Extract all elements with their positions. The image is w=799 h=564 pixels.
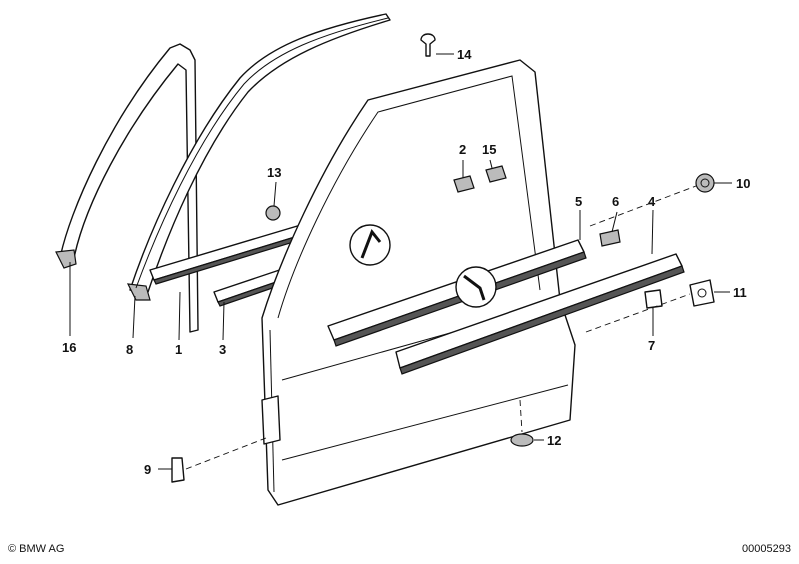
callout-9: 9 (144, 462, 151, 477)
callout-5: 5 (575, 194, 582, 209)
part-2-clip (453, 175, 475, 193)
callout-15: 15 (482, 142, 496, 157)
part-9-cover (171, 457, 185, 483)
part-12-plug (510, 433, 534, 447)
document-number: 00005293 (742, 543, 791, 555)
callout-7: 7 (648, 338, 655, 353)
part-11-cap (689, 279, 715, 307)
callout-16: 16 (62, 340, 76, 355)
part-13-screw (265, 205, 281, 221)
callout-14: 14 (457, 47, 472, 62)
leader-lines (69, 53, 732, 470)
callout-13: 13 (267, 165, 281, 180)
part-10-grommet (695, 173, 715, 193)
part-8-window-guide (126, 13, 391, 301)
part-6-clip (599, 229, 621, 247)
callout-6: 6 (612, 194, 619, 209)
part-16-window-channel-strip (55, 43, 199, 333)
callout-12: 12 (547, 433, 561, 448)
part-4-lower-moulding (395, 253, 685, 375)
callout-10: 10 (736, 176, 750, 191)
callout-1: 1 (175, 342, 182, 357)
callout-3: 3 (219, 342, 226, 357)
callout-2: 2 (459, 142, 466, 157)
rotation-symbol-upper (349, 224, 391, 266)
rotation-symbol-lower (455, 266, 497, 308)
callout-4: 4 (648, 194, 656, 209)
copyright-text: © BMW AG (8, 543, 65, 555)
part-15-clip (485, 165, 507, 183)
callout-8: 8 (126, 342, 133, 357)
dashed-assembly-lines (185, 185, 697, 470)
part-14-pin (420, 33, 436, 57)
callout-11: 11 (733, 285, 747, 300)
part-7-clip (644, 289, 663, 309)
